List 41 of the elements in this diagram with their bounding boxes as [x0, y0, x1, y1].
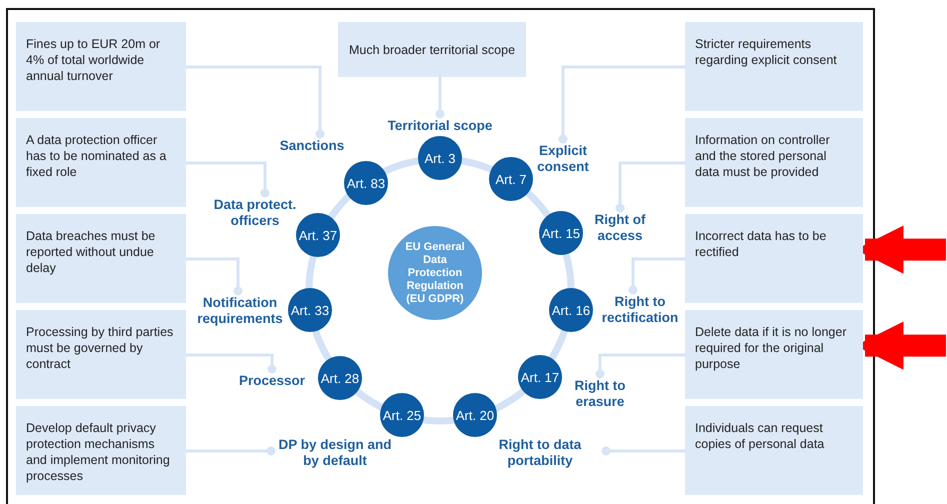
description-box: A data protection officer has to be nominated as a fixed role: [16, 118, 186, 207]
description-box: Data breaches must be reported without undue delay: [16, 214, 186, 303]
leader-line: [596, 354, 685, 378]
leader-line: [186, 66, 324, 138]
heading-text: Right to erasure: [560, 378, 640, 410]
article-circle: Art. 33: [288, 288, 332, 332]
leader-line: [186, 446, 276, 456]
description-box: Processing by third parties must be governed by contract: [16, 310, 186, 399]
article-circle: Art. 15: [539, 211, 583, 255]
leader-line: [186, 354, 276, 374]
description-box: Fines up to EUR 20m or 4% of total worldwide annual turnover: [16, 22, 186, 111]
leader-line: [186, 258, 242, 296]
center-circle: EU General Data Protection Regulation (EU GDPR): [388, 226, 482, 320]
heading-text: DP by design and by default: [275, 437, 395, 469]
description-box: Information on controller and the stored personal data must be provided: [685, 118, 863, 207]
article-circle: Art. 3: [418, 136, 462, 180]
heading-text: Right to data portability: [478, 437, 602, 469]
leader-line: [602, 446, 685, 456]
leader-line: [616, 162, 685, 212]
article-circle: Art. 25: [380, 393, 424, 437]
description-box: Stricter requirements regarding explicit consent: [685, 22, 863, 111]
article-circle: Art. 17: [518, 355, 562, 399]
description-box: Develop default privacy protection mechanisms and implement monitoring processes: [16, 406, 186, 495]
leader-line: [558, 66, 685, 144]
heading-text: Processor: [232, 373, 312, 389]
leader-line: [436, 77, 444, 118]
description-box: Incorrect data has to be rectified: [685, 214, 863, 303]
description-box: Much broader territorial scope: [338, 22, 526, 77]
article-circle: Art. 37: [296, 213, 340, 257]
description-box: Delete data if it is no longer required for the original purpose: [685, 310, 863, 399]
description-box: Individuals can request copies of personal data: [685, 406, 863, 495]
heading-text: Right of access: [580, 212, 660, 244]
heading-text: Sanctions: [272, 138, 352, 154]
article-circle: Art. 28: [318, 356, 362, 400]
article-circle: Art. 20: [453, 393, 497, 437]
leader-line: [628, 258, 685, 294]
heading-text: Territorial scope: [370, 118, 510, 134]
article-circle: Art. 83: [344, 161, 388, 205]
leader-line: [186, 162, 270, 198]
article-circle: Art. 16: [549, 288, 593, 332]
article-circle: Art. 7: [489, 157, 533, 201]
